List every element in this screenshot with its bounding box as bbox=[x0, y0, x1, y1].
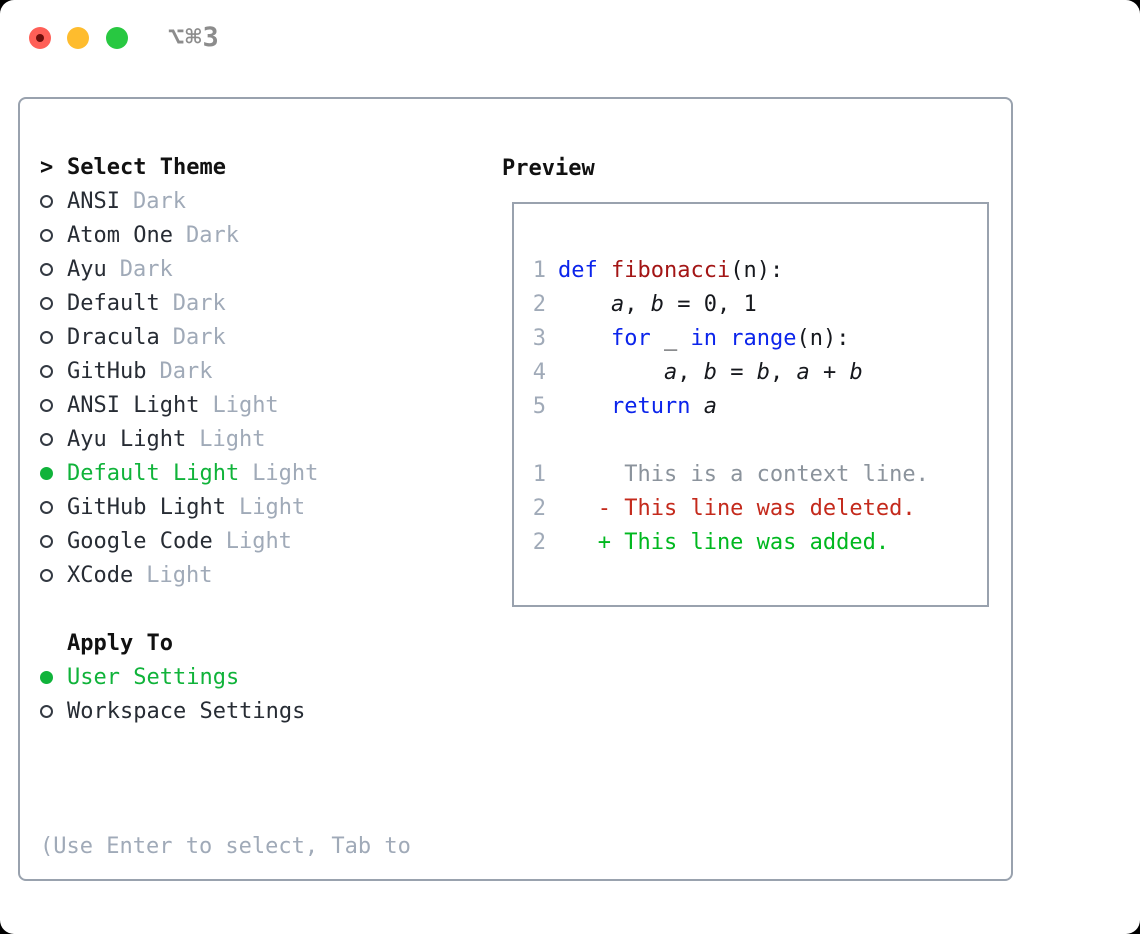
line-number: 2 bbox=[532, 529, 546, 555]
radio-icon bbox=[40, 330, 53, 344]
blank-line bbox=[532, 423, 987, 457]
theme-name: Ayu bbox=[67, 256, 107, 282]
theme-name: Google Code bbox=[67, 528, 213, 554]
theme-name: GitHub Light bbox=[67, 494, 226, 520]
window-title: ⌥⌘3 bbox=[168, 22, 220, 53]
radio-icon bbox=[40, 398, 53, 412]
code-line: 5 return a bbox=[532, 393, 717, 419]
selection-arrow-icon: > bbox=[40, 154, 54, 180]
close-button[interactable] bbox=[29, 27, 51, 49]
radio-icon bbox=[40, 500, 53, 514]
theme-variant: Light bbox=[146, 562, 213, 588]
theme-name: Default bbox=[67, 290, 160, 316]
apply-to-title: Apply To bbox=[67, 630, 173, 656]
close-dot-icon bbox=[36, 34, 44, 42]
radio-icon bbox=[40, 704, 53, 718]
theme-variant: Dark bbox=[159, 358, 213, 384]
code-line: 4 a, b = b, a + b bbox=[532, 359, 863, 385]
theme-item-ansi[interactable]: ANSI Dark bbox=[40, 184, 318, 218]
theme-variant: Light bbox=[199, 426, 266, 452]
radio-icon bbox=[40, 296, 53, 310]
theme-variant: Dark bbox=[172, 324, 226, 350]
title-bar: ⌥⌘3 bbox=[0, 0, 1140, 76]
theme-item-github-light[interactable]: GitHub Light Light bbox=[40, 490, 318, 524]
theme-list-title: Select Theme bbox=[67, 154, 226, 180]
theme-variant: Dark bbox=[185, 222, 239, 248]
radio-icon bbox=[40, 194, 53, 208]
apply-to-header: Apply To bbox=[40, 626, 305, 660]
code-line: 2 a, b = 0, 1 bbox=[532, 291, 757, 317]
theme-name: XCode bbox=[67, 562, 134, 588]
code-line: 1 This is a context line. bbox=[532, 457, 987, 491]
radio-icon bbox=[40, 432, 53, 446]
help-text: (Use Enter to select, Tab to change focu… bbox=[40, 762, 411, 934]
theme-variant: Light bbox=[238, 494, 306, 520]
theme-variant: Light bbox=[252, 460, 319, 486]
theme-name: Default Light bbox=[67, 460, 240, 486]
code-line: 2 - This line was deleted. bbox=[532, 491, 987, 525]
apply-to-option-workspace-settings[interactable]: Workspace Settings bbox=[40, 694, 305, 728]
theme-name: GitHub bbox=[67, 358, 147, 384]
theme-item-xcode[interactable]: XCode Light bbox=[40, 558, 318, 592]
theme-item-ayu-light[interactable]: Ayu Light Light bbox=[40, 422, 318, 456]
radio-selected-icon bbox=[40, 466, 53, 480]
radio-icon bbox=[40, 534, 53, 548]
line-number: 1 bbox=[532, 257, 546, 283]
theme-item-github[interactable]: GitHub Dark bbox=[40, 354, 318, 388]
radio-selected-icon bbox=[40, 670, 53, 684]
theme-item-atom-one[interactable]: Atom One Dark bbox=[40, 218, 318, 252]
line-number: 4 bbox=[532, 359, 546, 385]
theme-variant: Light bbox=[225, 528, 292, 554]
radio-icon bbox=[40, 364, 53, 378]
minimize-button[interactable] bbox=[67, 27, 89, 49]
theme-name: Ayu Light bbox=[67, 426, 187, 452]
line-number: 1 bbox=[532, 461, 546, 487]
zoom-button[interactable] bbox=[106, 27, 128, 49]
theme-item-google-code[interactable]: Google Code Light bbox=[40, 524, 318, 558]
theme-item-default-light[interactable]: Default Light Light bbox=[40, 456, 318, 490]
diff-text: + This line was added. bbox=[558, 529, 890, 555]
theme-variant: Dark bbox=[119, 256, 173, 282]
theme-name: Dracula bbox=[67, 324, 160, 350]
theme-name: ANSI bbox=[67, 188, 120, 214]
theme-name: Atom One bbox=[67, 222, 173, 248]
code-line: 2 + This line was added. bbox=[532, 525, 987, 559]
theme-variant: Light bbox=[212, 392, 279, 418]
apply-to-option-user-settings[interactable]: User Settings bbox=[40, 660, 305, 694]
theme-name: ANSI Light bbox=[67, 392, 200, 418]
theme-variant: Dark bbox=[172, 290, 226, 316]
apply-to-label: Workspace Settings bbox=[67, 698, 306, 724]
preview-title: Preview bbox=[502, 155, 595, 181]
help-line-1: (Use Enter to select, Tab to bbox=[40, 834, 411, 859]
theme-item-ansi-light[interactable]: ANSI Light Light bbox=[40, 388, 318, 422]
diff-text: This is a context line. bbox=[558, 461, 929, 487]
theme-item-default[interactable]: Default Dark bbox=[40, 286, 318, 320]
code-line: 3 for _ in range(n): bbox=[532, 325, 850, 351]
radio-icon bbox=[40, 262, 53, 276]
radio-icon bbox=[40, 228, 53, 242]
line-number: 2 bbox=[532, 495, 546, 521]
theme-list-header: > Select Theme bbox=[40, 150, 318, 184]
apply-to-label: User Settings bbox=[67, 664, 240, 690]
diff-text: - This line was deleted. bbox=[558, 495, 916, 521]
line-number: 3 bbox=[532, 325, 546, 351]
line-number: 5 bbox=[532, 393, 546, 419]
theme-item-dracula[interactable]: Dracula Dark bbox=[40, 320, 318, 354]
theme-variant: Dark bbox=[132, 188, 186, 214]
theme-item-ayu[interactable]: Ayu Dark bbox=[40, 252, 318, 286]
line-number: 2 bbox=[532, 291, 546, 317]
radio-icon bbox=[40, 568, 53, 582]
